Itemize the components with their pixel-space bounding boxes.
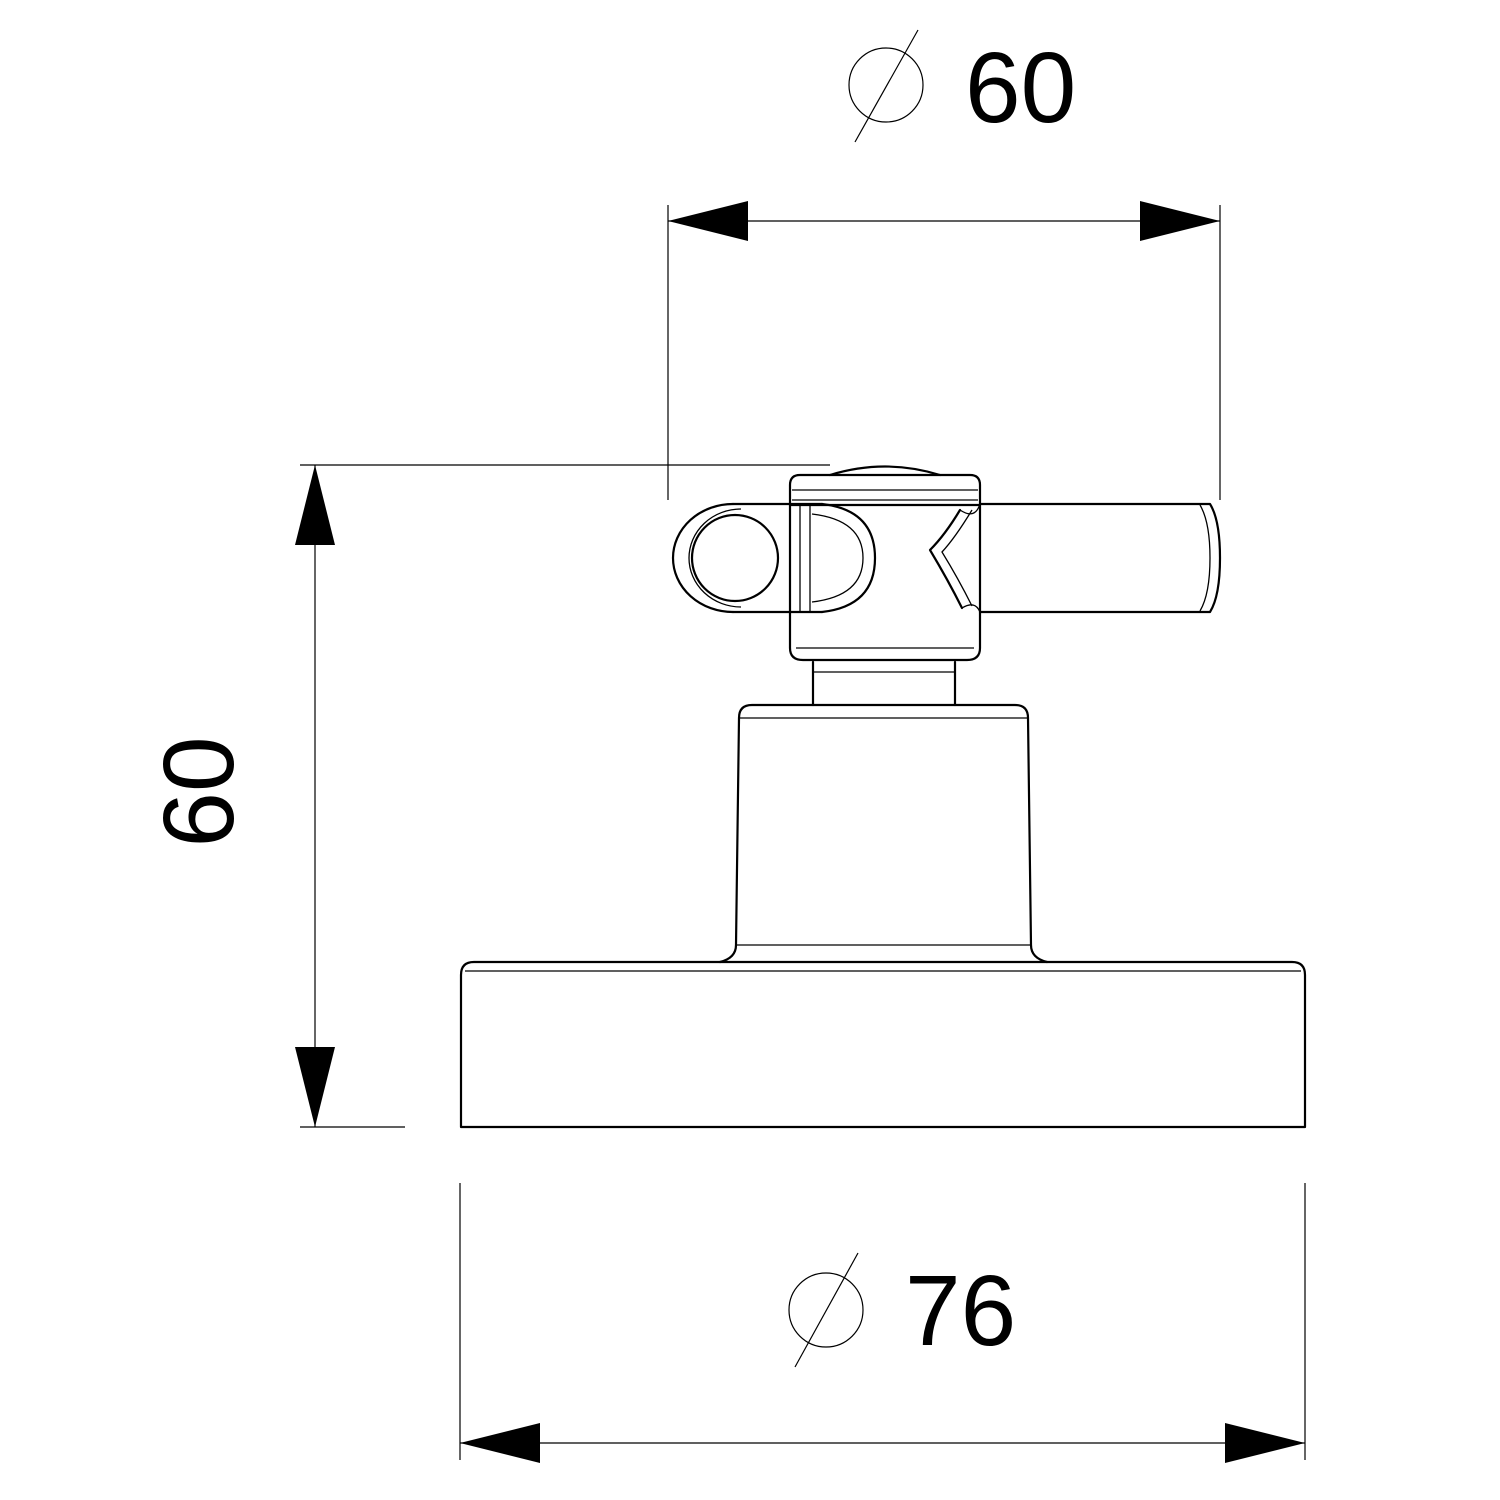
bottom-arrow-right — [1225, 1423, 1305, 1463]
handle-cap — [788, 465, 982, 507]
valve-handle-part — [459, 465, 1307, 1129]
top-arrow-right — [1140, 201, 1220, 241]
height-dimension: 60 — [143, 464, 830, 1128]
handle-arm-right — [928, 502, 1222, 614]
escutcheon-plate — [459, 960, 1307, 1129]
valve-body — [718, 703, 1049, 964]
height-arrow-bottom — [295, 1047, 335, 1127]
valve-neck — [811, 660, 957, 707]
top-diameter-value: 60 — [965, 32, 1076, 144]
diameter-symbol-bottom — [788, 1252, 864, 1368]
diameter-symbol-top — [848, 29, 924, 143]
top-diameter-dimension: 60 — [667, 29, 1221, 500]
bottom-diameter-dimension: 76 — [459, 1183, 1306, 1463]
height-value: 60 — [143, 736, 255, 847]
top-arrow-left — [668, 201, 748, 241]
handle-arm-left — [671, 502, 877, 614]
bottom-diameter-value: 76 — [905, 1255, 1016, 1367]
bottom-arrow-left — [460, 1423, 540, 1463]
height-arrow-top — [295, 465, 335, 545]
handle-hub — [788, 503, 982, 662]
